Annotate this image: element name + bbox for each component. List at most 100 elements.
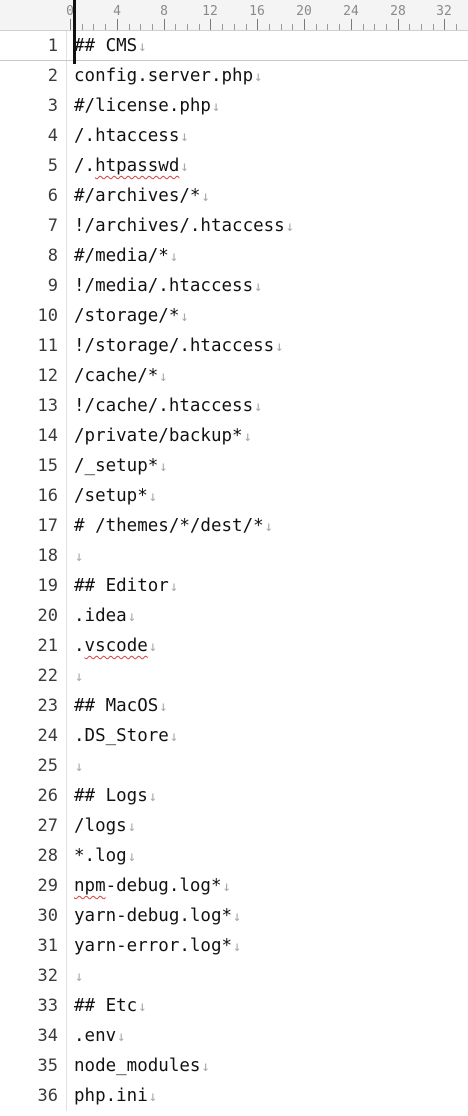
line-number: 18 (0, 541, 67, 571)
editor-line[interactable]: 25↓ (0, 751, 468, 781)
line-number: 19 (0, 571, 67, 601)
line-text[interactable]: # /themes/*/dest/*↓ (67, 511, 273, 541)
editor-line[interactable]: 26## Logs↓ (0, 781, 468, 811)
editor-line[interactable]: 3#/license.php↓ (0, 91, 468, 121)
line-text[interactable]: /.htpasswd↓ (67, 151, 189, 181)
editor-line[interactable]: 6#/archives/*↓ (0, 181, 468, 211)
line-text[interactable]: .env↓ (67, 1021, 126, 1051)
ruler-major-tick (117, 19, 118, 30)
editor-line[interactable]: 8#/media/*↓ (0, 241, 468, 271)
line-text[interactable]: /logs↓ (67, 811, 136, 841)
editor-line[interactable]: 34.env↓ (0, 1021, 468, 1051)
line-text[interactable]: yarn-error.log*↓ (67, 931, 241, 961)
ruler-minor-tick (339, 24, 340, 30)
ruler-label: 0 (66, 4, 74, 19)
ruler-minor-tick (187, 24, 188, 30)
newline-marker-icon: ↓ (233, 939, 242, 955)
line-text[interactable]: ## Logs↓ (67, 781, 157, 811)
line-text[interactable]: !/storage/.htaccess↓ (67, 331, 284, 361)
line-number: 1 (0, 31, 67, 60)
editor-line[interactable]: 23## MacOS↓ (0, 691, 468, 721)
line-text[interactable]: /private/backup*↓ (67, 421, 252, 451)
line-text[interactable]: .vscode↓ (67, 631, 157, 661)
newline-marker-icon: ↓ (201, 189, 210, 205)
editor-line[interactable]: 16/setup*↓ (0, 481, 468, 511)
line-text[interactable]: .DS_Store↓ (67, 721, 178, 751)
line-text[interactable]: npm-debug.log*↓ (67, 871, 231, 901)
editor-line[interactable]: 14/private/backup*↓ (0, 421, 468, 451)
line-text[interactable]: config.server.php↓ (67, 61, 263, 91)
spellcheck-underline[interactable]: vscode (84, 636, 148, 656)
ruler-minor-tick (363, 24, 364, 30)
line-text[interactable]: #/media/*↓ (67, 241, 178, 271)
ruler-minor-tick (386, 24, 387, 30)
editor-line[interactable]: 10/storage/*↓ (0, 301, 468, 331)
editor-line[interactable]: 21.vscode↓ (0, 631, 468, 661)
line-text[interactable]: yarn-debug.log*↓ (67, 901, 241, 931)
editor-line[interactable]: 4/.htaccess↓ (0, 121, 468, 151)
line-text[interactable]: /setup*↓ (67, 481, 157, 511)
line-text[interactable]: /storage/*↓ (67, 301, 189, 331)
line-text[interactable]: ## Etc↓ (67, 991, 147, 1021)
line-number: 3 (0, 91, 67, 121)
newline-marker-icon: ↓ (148, 489, 158, 505)
line-content: !/media/.htaccess (74, 276, 254, 296)
line-text[interactable]: *.log↓ (67, 841, 136, 871)
line-text[interactable]: /cache/*↓ (67, 361, 168, 391)
editor-line[interactable]: 24.DS_Store↓ (0, 721, 468, 751)
line-text[interactable]: /.htaccess↓ (67, 121, 189, 151)
line-text[interactable]: !/archives/.htaccess↓ (67, 211, 294, 241)
ruler-minor-tick (421, 24, 422, 30)
newline-marker-icon: ↓ (180, 129, 189, 145)
line-text[interactable]: ## MacOS↓ (67, 691, 168, 721)
line-text[interactable]: /_setup*↓ (67, 451, 168, 481)
editor-line[interactable]: 28*.log↓ (0, 841, 468, 871)
editor-line[interactable]: 5/.htpasswd↓ (0, 151, 468, 181)
editor-line[interactable]: 18↓ (0, 541, 468, 571)
editor-line[interactable]: 22↓ (0, 661, 468, 691)
editor-line[interactable]: 7!/archives/.htaccess↓ (0, 211, 468, 241)
line-text[interactable]: ↓ (67, 961, 83, 991)
ruler-major-tick (70, 19, 71, 30)
editor-line[interactable]: 9!/media/.htaccess↓ (0, 271, 468, 301)
editor-line[interactable]: 17# /themes/*/dest/*↓ (0, 511, 468, 541)
editor-line[interactable]: 32↓ (0, 961, 468, 991)
line-content: .DS_Store (74, 726, 169, 746)
editor-line[interactable]: 15/_setup*↓ (0, 451, 468, 481)
editor-line[interactable]: 19## Editor↓ (0, 571, 468, 601)
spellcheck-underline[interactable]: htpasswd (95, 156, 180, 176)
line-text[interactable]: ## Editor↓ (67, 571, 178, 601)
line-text[interactable]: !/media/.htaccess↓ (67, 271, 263, 301)
line-text[interactable]: ## CMS↓ (67, 31, 147, 60)
editor-line[interactable]: 20.idea↓ (0, 601, 468, 631)
ruler-minor-tick (456, 24, 457, 30)
line-number: 36 (0, 1081, 67, 1111)
editor-line[interactable]: 1## CMS↓ (0, 31, 468, 61)
line-text[interactable]: ↓ (67, 661, 83, 691)
line-text[interactable]: #/license.php↓ (67, 91, 220, 121)
spellcheck-underline[interactable]: npm (74, 876, 106, 896)
line-text[interactable]: node_modules↓ (67, 1051, 210, 1081)
line-text[interactable]: .idea↓ (67, 601, 136, 631)
line-text[interactable]: #/archives/*↓ (67, 181, 210, 211)
editor-line[interactable]: 33## Etc↓ (0, 991, 468, 1021)
line-text[interactable]: !/cache/.htaccess↓ (67, 391, 263, 421)
line-text[interactable]: php.ini↓ (67, 1081, 157, 1111)
editor-line[interactable]: 11!/storage/.htaccess↓ (0, 331, 468, 361)
newline-marker-icon: ↓ (254, 399, 263, 415)
editor-line[interactable]: 13!/cache/.htaccess↓ (0, 391, 468, 421)
editor-line[interactable]: 12/cache/*↓ (0, 361, 468, 391)
line-text[interactable]: ↓ (67, 751, 83, 781)
line-text[interactable]: ↓ (67, 541, 83, 571)
ruler-major-tick (351, 19, 352, 30)
editor-line[interactable]: 27/logs↓ (0, 811, 468, 841)
newline-marker-icon: ↓ (138, 39, 147, 55)
line-number: 35 (0, 1051, 67, 1081)
